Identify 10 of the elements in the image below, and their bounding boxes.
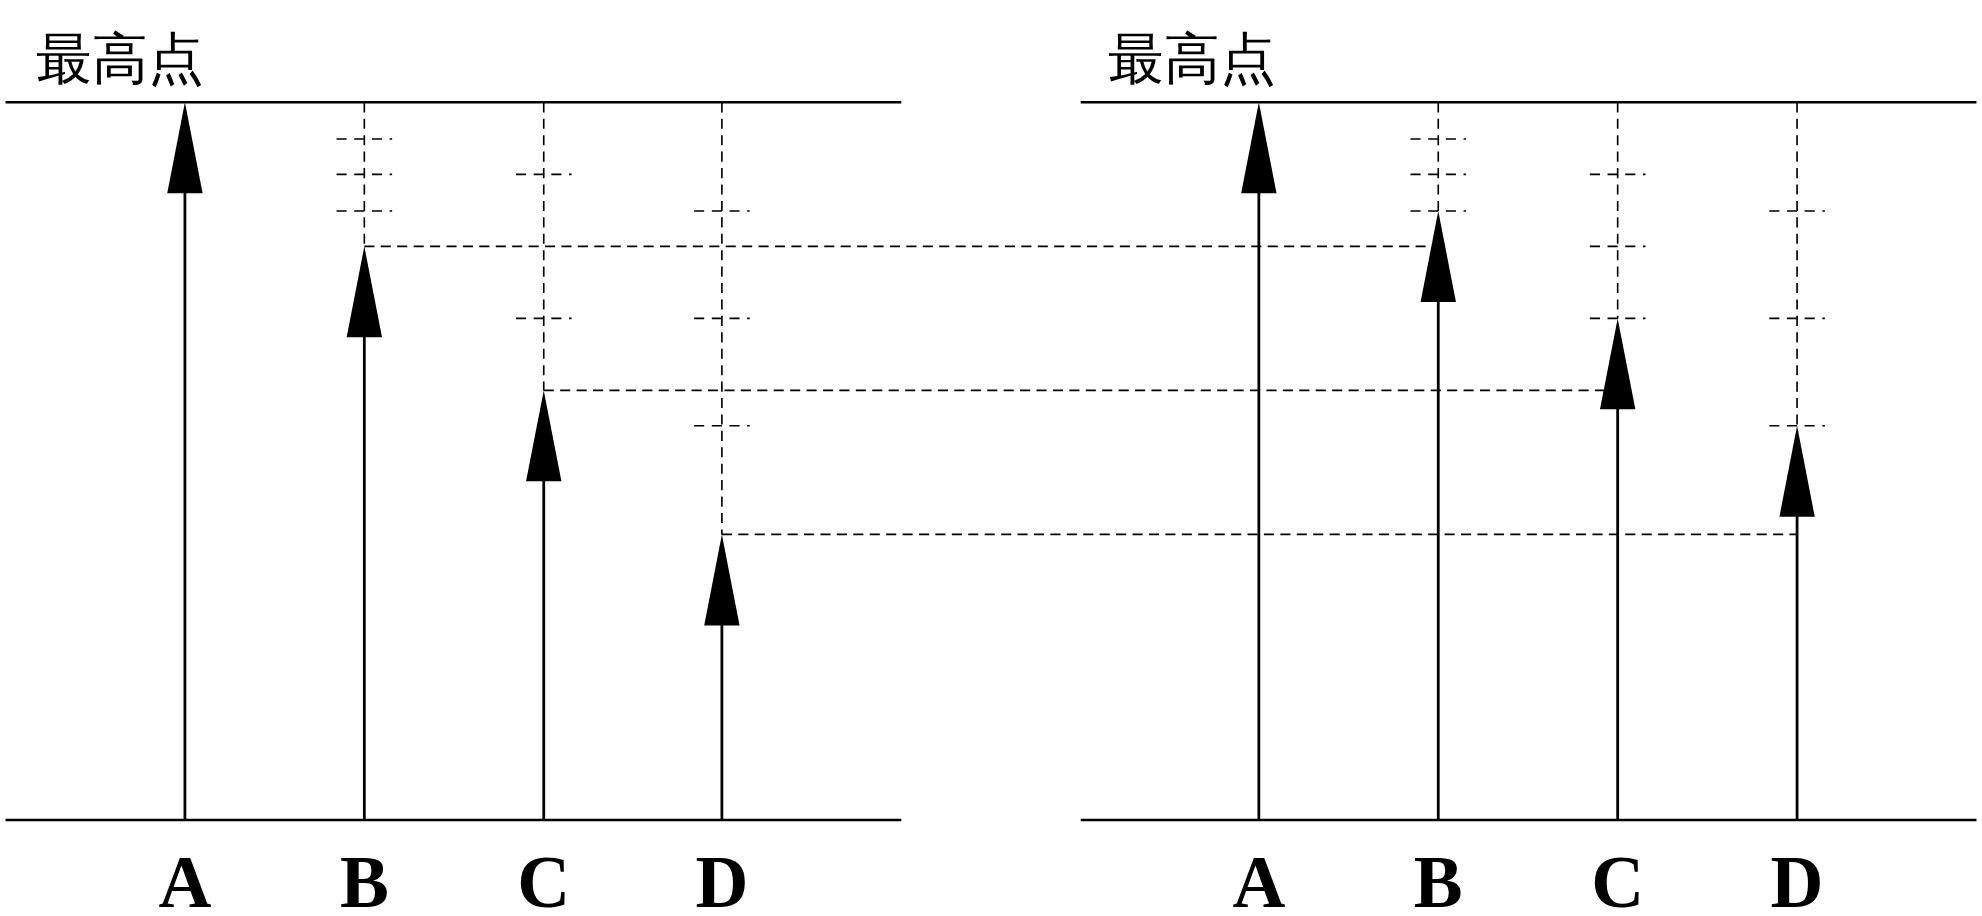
point-label: C bbox=[1591, 842, 1645, 916]
point-label: A bbox=[158, 842, 212, 916]
point-label: B bbox=[339, 842, 389, 916]
point-label: D bbox=[695, 842, 749, 916]
height-label: 最高点 bbox=[35, 26, 204, 92]
point-label: D bbox=[1770, 842, 1824, 916]
point-label: B bbox=[1413, 842, 1463, 916]
point-label: A bbox=[1232, 842, 1286, 916]
height-label: 最高点 bbox=[1108, 26, 1277, 92]
point-label: C bbox=[517, 842, 571, 916]
